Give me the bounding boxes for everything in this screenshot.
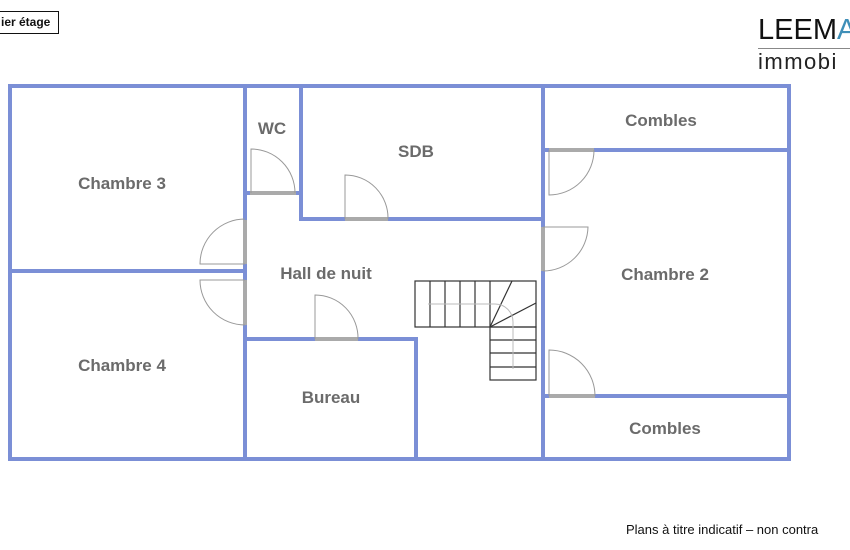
- logo-top: LEEM: [758, 14, 837, 46]
- room-labels: WC SDB Combles Chambre 3 Hall de nuit Ch…: [78, 111, 709, 438]
- room-combles-top: Combles: [625, 111, 697, 130]
- room-sdb: SDB: [398, 142, 434, 161]
- logo-divider: [758, 48, 850, 49]
- disclaimer-footer: Plans à titre indicatif – non contra: [626, 522, 819, 537]
- logo-bottom: immobi: [758, 49, 838, 74]
- room-bureau: Bureau: [302, 388, 361, 407]
- floor-label: ier étage: [0, 11, 60, 34]
- doors: [199, 148, 596, 398]
- room-combles-bottom: Combles: [629, 419, 701, 438]
- room-chambre-4: Chambre 4: [78, 356, 166, 375]
- room-hall-de-nuit: Hall de nuit: [280, 264, 372, 283]
- room-chambre-3: Chambre 3: [78, 174, 166, 193]
- staircase: [414, 280, 537, 381]
- walls: [8, 84, 791, 461]
- room-wc: WC: [258, 119, 286, 138]
- company-logo: LEEMA immobi: [758, 14, 850, 74]
- logo-accent: A: [836, 14, 850, 46]
- room-chambre-2: Chambre 2: [621, 265, 709, 284]
